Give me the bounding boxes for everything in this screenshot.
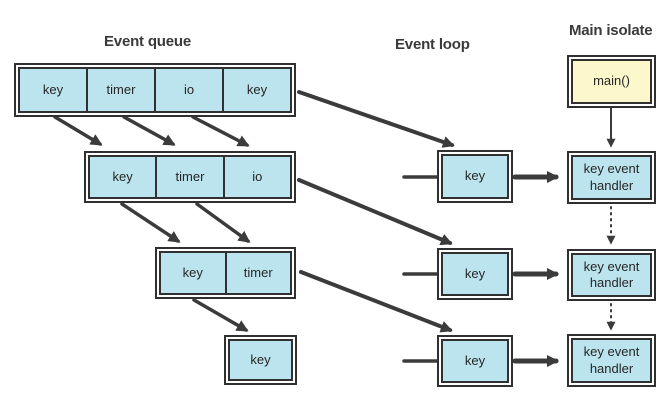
queue-event-cell: io <box>156 67 224 113</box>
event-queue-heading: Event queue <box>104 33 191 50</box>
handler-label: key event handler <box>571 338 652 383</box>
queue-event-cell: key <box>159 251 227 295</box>
key-event-handler-box-2: key event handler <box>567 249 656 301</box>
queue-shift-arrow <box>195 202 251 243</box>
event-loop-event: key <box>441 252 509 296</box>
key-event-handler-box-1: key event handler <box>567 151 656 204</box>
handler-label: key event handler <box>571 253 652 297</box>
queue-event-cell: io <box>224 155 292 199</box>
queue-shift-arrow <box>53 115 103 146</box>
event-loop-event: key <box>441 154 509 199</box>
dispatch-arrow <box>299 270 453 333</box>
event-queue-row-4: key <box>224 335 297 385</box>
event-loop-box-2: key <box>437 248 513 300</box>
main-isolate-heading: Main isolate <box>569 22 653 39</box>
queue-event-cell: key <box>88 155 158 199</box>
dispatch-arrow <box>297 178 453 246</box>
queue-shift-arrow <box>122 115 176 146</box>
queue-event-cell: key <box>224 67 292 113</box>
dispatch-arrow <box>297 90 455 148</box>
event-loop-box-1: key <box>437 150 513 203</box>
queue-event-cell: timer <box>226 251 292 295</box>
queue-event-cell: timer <box>157 155 225 199</box>
main-function-box: main() <box>567 55 656 108</box>
event-queue-row-3: key timer <box>155 247 296 299</box>
queue-event-cell: timer <box>88 67 156 113</box>
event-queue-row-2: key timer io <box>84 151 296 203</box>
event-loop-heading: Event loop <box>395 36 470 53</box>
queue-shift-arrow <box>120 202 181 243</box>
key-event-handler-box-3: key event handler <box>567 334 656 387</box>
event-queue-row-1: key timer io key <box>14 63 296 117</box>
queue-shift-arrow <box>192 298 249 332</box>
event-loop-event: key <box>441 339 509 383</box>
queue-event-cell: key <box>228 339 293 381</box>
queue-event-cell: key <box>18 67 88 113</box>
main-function-label: main() <box>571 59 652 104</box>
handler-label: key event handler <box>571 155 652 200</box>
queue-shift-arrow <box>191 115 250 147</box>
event-loop-box-3: key <box>437 335 513 387</box>
